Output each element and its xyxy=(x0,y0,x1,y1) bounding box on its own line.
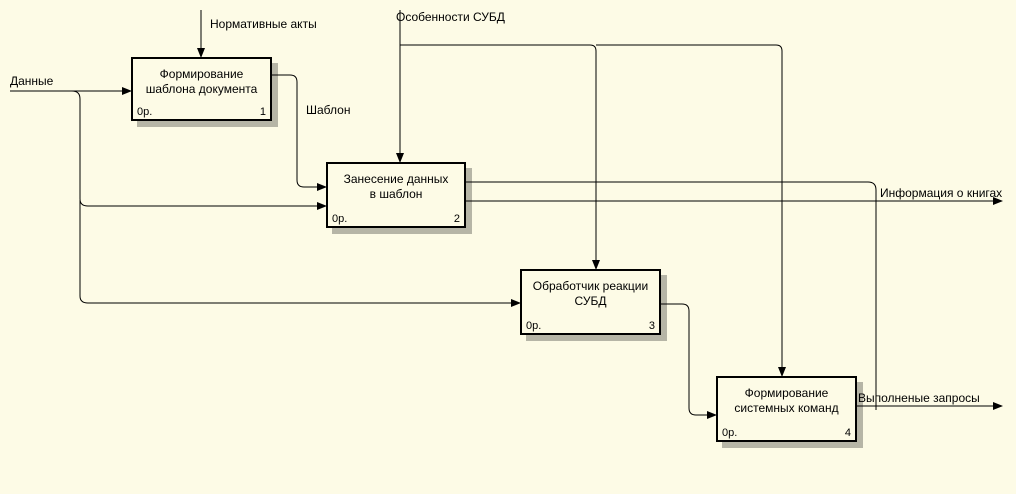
arrow-dbms-features-box4[interactable] xyxy=(596,44,786,377)
arrow-box3-to-box4[interactable] xyxy=(660,303,717,419)
activity-box-2[interactable]: Занесение данных в шаблон 0р. 2 xyxy=(326,162,466,228)
box-4-cost: 0р. xyxy=(722,427,738,439)
box-4-number: 4 xyxy=(844,427,851,439)
box-1-title: Формирование шаблона документа xyxy=(145,67,258,96)
box-2-title: Занесение данных в шаблон xyxy=(343,172,449,201)
box-2-cost: 0р. xyxy=(332,213,348,225)
arrow-template[interactable] xyxy=(271,74,327,191)
label-book-info: Информация о книгах xyxy=(880,186,1003,200)
arrow-dbms-features-box3[interactable] xyxy=(400,44,600,270)
box-3-number: 3 xyxy=(648,320,655,332)
label-dbms-features: Особенности СУБД xyxy=(396,10,505,24)
activity-box-3[interactable]: Обработчик реакции СУБД 0р. 3 xyxy=(520,269,661,335)
box-1-cost: 0р. xyxy=(137,106,153,118)
box-3-cost: 0р. xyxy=(526,320,542,332)
arrow-data-box3[interactable] xyxy=(79,200,521,307)
box-2-number: 2 xyxy=(453,213,460,225)
label-executed-queries: Выполненые запросы xyxy=(858,391,980,405)
box-1-number: 1 xyxy=(259,106,266,118)
label-normative-acts: Нормативные акты xyxy=(210,17,317,31)
label-template: Шаблон xyxy=(306,103,351,117)
box-4-title: Формирование системных команд xyxy=(734,386,839,415)
activity-box-4[interactable]: Формирование системных команд 0р. 4 xyxy=(716,376,857,442)
activity-box-1[interactable]: Формирование шаблона документа 0р. 1 xyxy=(131,57,272,121)
label-data: Данные xyxy=(10,74,54,88)
arrow-box2-feedback[interactable] xyxy=(466,181,877,410)
arrow-data-box2[interactable] xyxy=(71,90,327,210)
box-3-title: Обработчик реакции СУБД xyxy=(532,279,649,308)
